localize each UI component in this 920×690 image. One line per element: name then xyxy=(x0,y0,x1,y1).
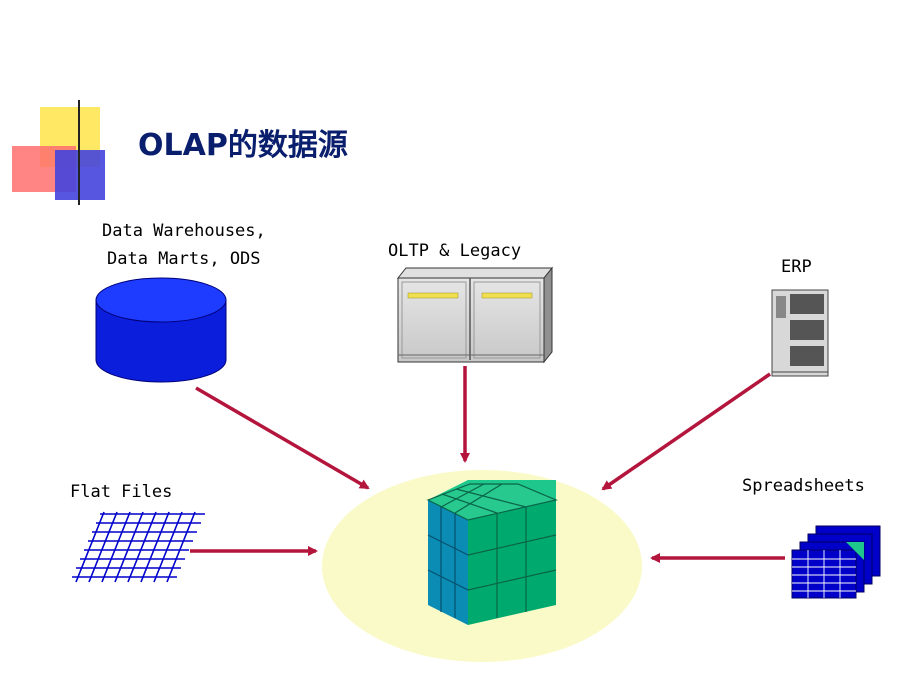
server-cabinet-icon xyxy=(396,266,554,364)
olap-cube-icon xyxy=(426,480,558,625)
erp-server-icon xyxy=(771,289,829,377)
database-icon xyxy=(95,277,227,383)
label-spreadsheets: Spreadsheets xyxy=(742,476,865,496)
label-flat-files: Flat Files xyxy=(70,482,173,502)
title-decoration xyxy=(12,100,850,205)
connectors xyxy=(190,366,785,563)
label-data-warehouses-line1: Data Warehouses, xyxy=(102,221,266,241)
label-oltp: OLTP & Legacy xyxy=(388,241,522,261)
arrow-erp xyxy=(601,372,771,491)
label-erp: ERP xyxy=(781,257,812,277)
flat-files-icon xyxy=(72,511,205,583)
slide-title: OLAP的数据源 xyxy=(138,128,348,163)
arrow-warehouse xyxy=(195,386,370,490)
spreadsheets-icon xyxy=(791,525,881,599)
label-data-warehouses-line2: Data Marts, ODS xyxy=(107,249,261,269)
